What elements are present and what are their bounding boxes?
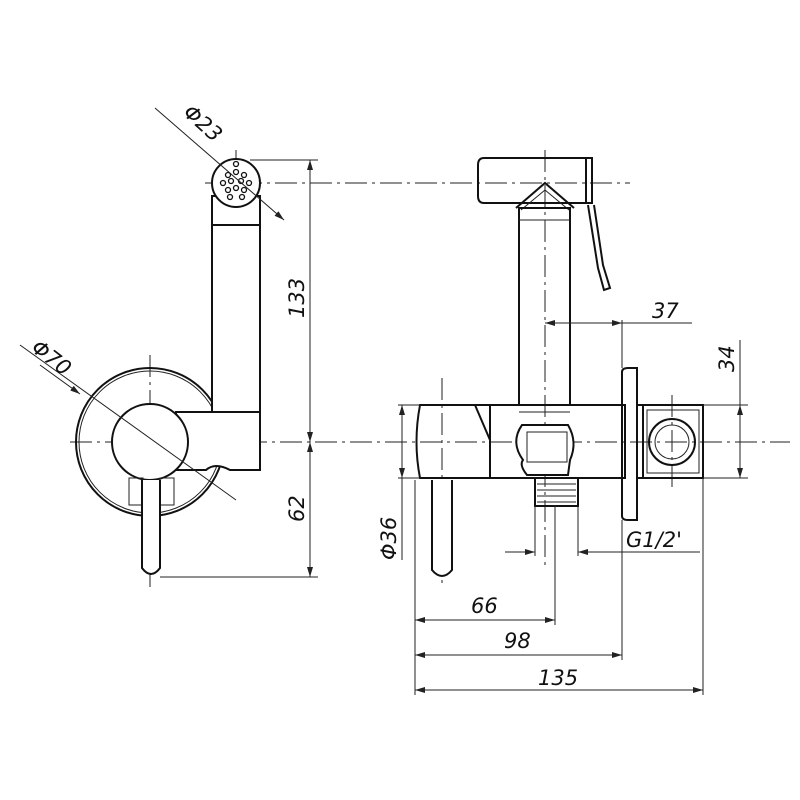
spray-head-circle [211, 158, 261, 208]
dim-body-diameter: Φ36 [377, 517, 401, 560]
dim-length-98: 98 [504, 629, 531, 653]
front-view [75, 158, 261, 575]
side-lever [431, 480, 453, 577]
dim-length-66: 66 [471, 594, 498, 618]
thread-nut-left [128, 477, 144, 506]
spray-holes [219, 160, 253, 201]
dim-height-upper: 133 [285, 278, 309, 318]
dim-wall-offset: 37 [652, 299, 679, 323]
side-view-dimensions: 37 34 Φ36 G1/2' 66 98 135 [377, 299, 748, 695]
dim-height-lower: 62 [285, 495, 309, 522]
hose-holder [175, 411, 261, 471]
dim-thread: G1/2' [626, 528, 682, 552]
dim-spray-diameter: Φ23 [179, 100, 227, 147]
center-lines [70, 150, 790, 590]
thread-nut-right [159, 477, 175, 506]
lever [141, 480, 161, 575]
inlet-thread [534, 477, 579, 507]
dim-length-135: 135 [538, 666, 578, 690]
handle-body [211, 195, 261, 413]
spray-cone [515, 181, 575, 209]
dim-connector-height: 34 [715, 345, 739, 372]
spray-head [477, 157, 593, 204]
wall-flange [621, 367, 638, 521]
wall-connector [642, 404, 704, 479]
valve-body-circle [111, 403, 189, 481]
side-view [415, 157, 704, 577]
spray-trigger [587, 204, 612, 292]
